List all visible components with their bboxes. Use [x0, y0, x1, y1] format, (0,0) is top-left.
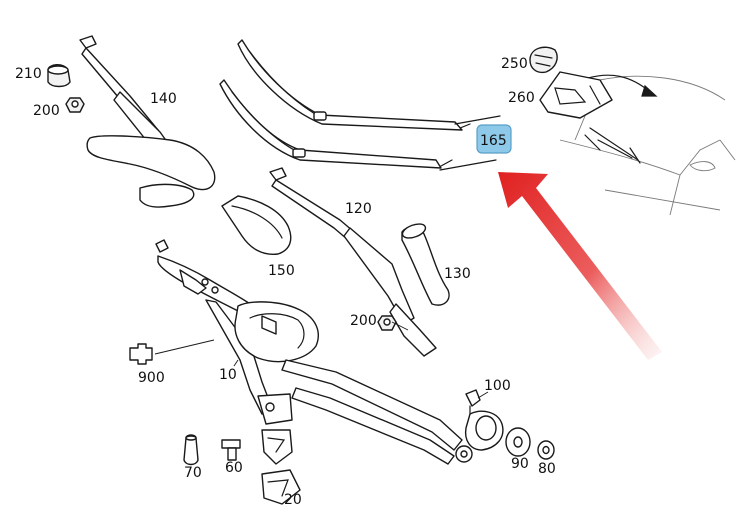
part-80-washer: [537, 440, 555, 460]
car-outline: [559, 74, 736, 216]
label-120: 120: [345, 201, 372, 217]
label-100: 100: [484, 378, 511, 394]
label-250: 250: [501, 56, 528, 72]
label-60: 60: [225, 460, 243, 476]
highlight-box: [477, 125, 511, 153]
label-150: 150: [268, 263, 295, 279]
part-200-nut-mid: [377, 315, 397, 331]
part-210-cap: [47, 64, 71, 88]
label-165: 165: [480, 133, 507, 149]
part-165-wiper-blades: [219, 39, 501, 171]
part-150-cover: [221, 195, 292, 255]
arrow-shape: [498, 172, 662, 360]
part-70-grommet: [183, 434, 199, 466]
leader-lines: [154, 321, 489, 399]
part-10-linkage-motor: [155, 239, 504, 465]
label-140: 140: [150, 91, 177, 107]
highlight-165: [476, 124, 512, 154]
label-70: 70: [184, 465, 202, 481]
label-10: 10: [219, 367, 237, 383]
part-60-bolt: [221, 439, 241, 461]
label-210: 210: [15, 66, 42, 82]
red-arrow: [498, 172, 662, 360]
part-labels: 210 200 140 250 260 165 120 150 130 200 …: [15, 56, 556, 508]
label-900: 900: [138, 370, 165, 386]
part-90-washer: [505, 427, 531, 457]
part-900-clip: [129, 343, 153, 365]
label-200-top: 200: [33, 103, 60, 119]
label-20: 20: [284, 492, 302, 508]
part-130-sleeve: [401, 223, 450, 306]
label-260: 260: [508, 90, 535, 106]
part-260-camera-cover: [539, 71, 613, 119]
label-130: 130: [444, 266, 471, 282]
part-140-wiper-arm: [79, 35, 216, 208]
label-90: 90: [511, 456, 529, 472]
part-120-wiper-arm: [269, 167, 437, 357]
part-250-sensor: [529, 46, 558, 74]
label-80: 80: [538, 461, 556, 477]
part-20-brackets: [261, 429, 301, 505]
part-200-nut-top: [65, 97, 85, 113]
label-200-mid: 200: [350, 313, 377, 329]
